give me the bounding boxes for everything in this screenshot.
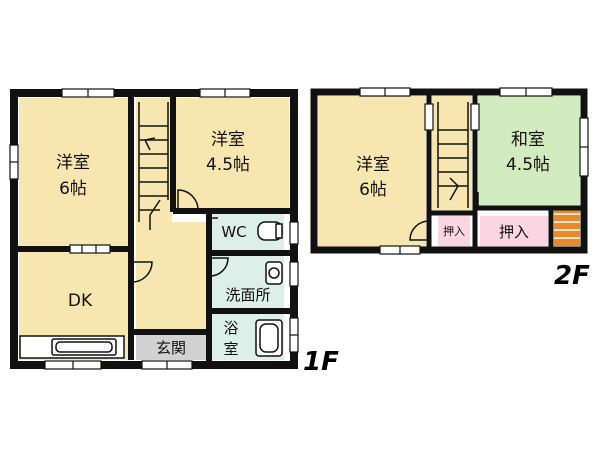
entrance-name: 玄関 [156, 339, 186, 357]
western-room-45-size-1f: 4.5帖 [206, 155, 250, 175]
hallway-1f [136, 222, 206, 330]
floor-1-label: 1F [303, 347, 339, 377]
windows-2f [359, 87, 589, 255]
closet-small-2f [438, 216, 470, 246]
balcony-2f [554, 206, 580, 246]
closet-small-name: 押入 [443, 224, 465, 238]
bath-name-2: 室 [223, 340, 238, 358]
japanese-room-size: 4.5帖 [506, 155, 550, 175]
western-room-45-name-1f: 洋室 [211, 130, 245, 150]
room-entrance [136, 334, 206, 360]
fixtures-1f [19, 221, 283, 359]
dk-name: DK [68, 291, 93, 311]
interior-walls-1f [14, 93, 294, 365]
room-western-6-1f [19, 98, 128, 246]
staircase-2f [437, 102, 469, 208]
washroom-name: 洗面所 [225, 286, 270, 304]
floor-1: 洋室 6帖 洋室 4.5帖 DK WC 洗面所 浴 室 玄関 1F [9, 88, 339, 377]
bath-name: 浴 [223, 319, 238, 337]
floor-2-label: 2F [554, 261, 590, 291]
wc-name: WC [221, 223, 246, 241]
closet-large-name: 押入 [499, 223, 529, 241]
japanese-room-name: 和室 [511, 130, 545, 150]
room-western-6-2f [318, 96, 426, 248]
western-room-6-size-1f: 6帖 [59, 179, 87, 199]
western-room-6-name-1f: 洋室 [56, 153, 90, 173]
floor-2: 洋室 6帖 和室 4.5帖 押入 押入 2F [310, 87, 590, 291]
room-japanese-45 [478, 96, 580, 206]
western-room-6-name-2f: 洋室 [356, 155, 390, 175]
doors-2f [409, 192, 479, 241]
doors-1f [130, 189, 229, 283]
windows-1f [9, 88, 299, 370]
stair-hall-1f [136, 98, 172, 222]
balcony-hatch [554, 213, 580, 239]
western-room-6-size-2f: 6帖 [359, 180, 387, 200]
staircase-1f [138, 102, 169, 230]
room-western-45-1f [176, 98, 289, 208]
closet-large-2f [480, 216, 548, 246]
